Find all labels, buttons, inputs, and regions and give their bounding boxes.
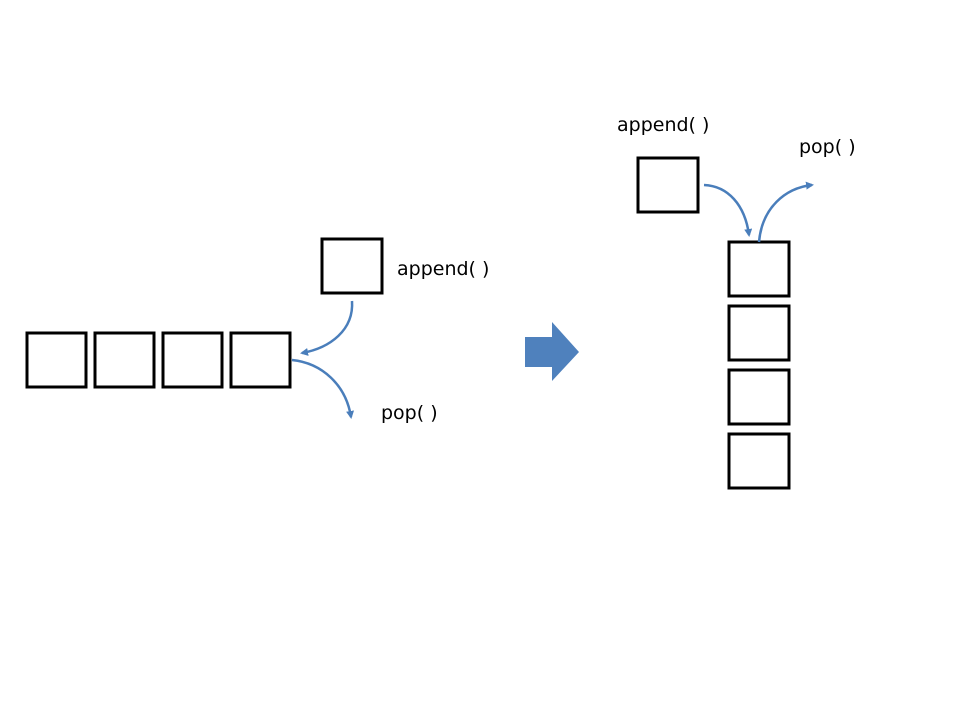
pop-label: pop( ): [381, 402, 438, 424]
pop-arrow: [757, 181, 814, 243]
stack-element: [727, 240, 791, 298]
horizontal-list: [25, 331, 292, 389]
append-arrow: [703, 183, 753, 237]
new-element: [320, 237, 384, 295]
list-element: [161, 331, 224, 389]
list-element: [93, 331, 156, 389]
pop-arrow: [291, 358, 355, 419]
pop-label: pop( ): [799, 136, 856, 158]
stack-element: [727, 432, 791, 490]
append-label: append( ): [397, 258, 489, 280]
stack-element: [727, 368, 791, 426]
append-label: append( ): [617, 114, 709, 136]
stack-element: [727, 304, 791, 362]
list-element: [229, 331, 292, 389]
vertical-stack: [727, 240, 791, 490]
list-element: [25, 331, 88, 389]
transform-arrow-icon: [525, 322, 579, 381]
new-element: [636, 156, 700, 214]
append-arrow: [300, 300, 354, 356]
